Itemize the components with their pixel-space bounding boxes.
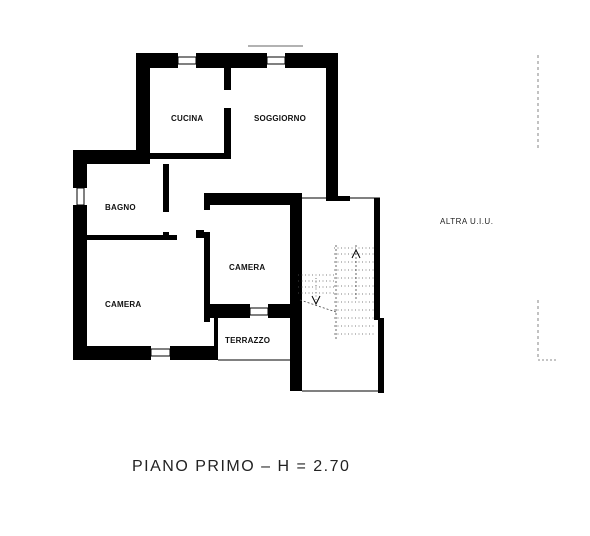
stair-landing-curve	[299, 299, 337, 313]
wall-camera-bottom-1	[204, 304, 250, 318]
wall-camera-top	[204, 193, 302, 205]
stair-up-arrow	[351, 248, 361, 259]
wall-left-2	[73, 205, 87, 360]
wall-kitchen-left	[136, 53, 150, 153]
neighbour-unit-note: ALTRA U.I.U.	[440, 217, 493, 226]
wall-bottom-1	[73, 346, 151, 360]
stair-steps	[298, 247, 374, 335]
room-label-soggiorno: SOGGIORNO	[254, 114, 306, 123]
stair-down-arrow	[311, 295, 321, 306]
room-label-camera-left: CAMERA	[105, 300, 141, 309]
wall-left-1	[73, 150, 87, 188]
wall-stub	[196, 230, 204, 238]
window-bottom	[150, 348, 171, 357]
room-label-camera-center: CAMERA	[229, 263, 265, 272]
stairwell	[298, 196, 384, 393]
wall-stair-right	[374, 198, 380, 320]
room-label-bagno: BAGNO	[105, 203, 136, 212]
wall-camera-bottom-2	[268, 304, 290, 318]
wall-bathroom-bottom	[87, 235, 177, 240]
wall-camera-left-1	[204, 193, 210, 210]
plan-caption: PIANO PRIMO – H = 2.70	[132, 458, 350, 475]
terrace-railing-left	[214, 318, 218, 360]
window-top-2	[266, 56, 286, 65]
window-camera-bottom	[249, 307, 269, 316]
walls	[73, 53, 338, 391]
window-top-1	[177, 56, 197, 65]
wall-top-3	[285, 53, 338, 68]
wall-kitchen-bottom	[150, 153, 231, 159]
wall-bottom-2	[170, 346, 218, 360]
wall-bathroom-bottom-end	[163, 232, 169, 240]
wall-stair-right-lower	[378, 318, 384, 393]
stair-top-wall	[326, 196, 350, 201]
window-left	[76, 187, 85, 206]
wall-kitchen-living-2	[224, 108, 231, 158]
wall-kitchen-living	[224, 68, 231, 90]
wall-top-2	[196, 53, 267, 68]
wall-camera-left-2	[204, 232, 210, 322]
room-label-cucina: CUCINA	[171, 114, 203, 123]
wall-camera-right	[290, 193, 302, 391]
room-label-terrazzo: TERRAZZO	[225, 336, 270, 345]
wall-bathroom-right	[163, 164, 169, 212]
wall-living-right	[326, 53, 338, 198]
wall-bathroom-top	[73, 150, 150, 164]
